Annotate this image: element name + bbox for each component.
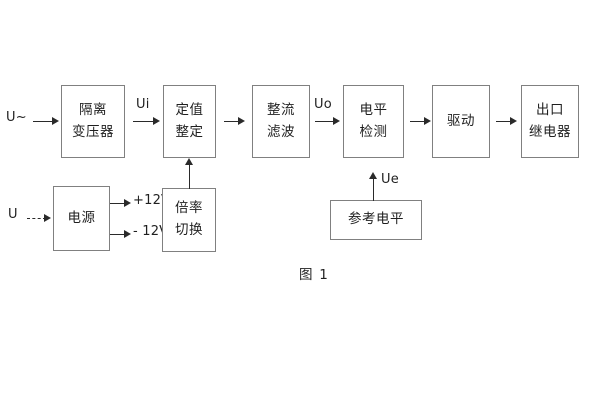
block-line-2: 变压器 <box>72 123 114 140</box>
block-reference-level: 参考电平 <box>330 200 422 240</box>
connector-arrowhead-ue <box>369 172 377 179</box>
connector-line-ui <box>133 121 155 122</box>
block-level-detection: 电平 检测 <box>343 85 404 158</box>
input-line-u-ac <box>33 121 54 122</box>
block-drive: 驱动 <box>432 85 490 158</box>
block-output-relay: 出口 继电器 <box>521 85 579 158</box>
block-setting-value: 定值 整定 <box>163 85 216 158</box>
connector-arrowhead-multiplier-to-setting <box>185 158 193 165</box>
input-arrowhead-u-dc <box>44 214 51 222</box>
connector-line-uo <box>315 121 335 122</box>
block-line-1: 参考电平 <box>348 211 404 228</box>
rail-label-negative-12v: - 12V <box>133 224 169 239</box>
block-line-2: 切换 <box>175 222 203 238</box>
rail-label-positive-12v: +12V <box>133 193 171 208</box>
rail-arrowhead-positive-12v <box>124 199 131 207</box>
block-line-1: 出口 <box>536 101 564 118</box>
block-line-1: 定值 <box>175 101 204 118</box>
block-line-2: 滤波 <box>267 123 295 140</box>
signal-label-uo: Uo <box>314 97 332 112</box>
block-power-supply: 电源 <box>53 186 110 251</box>
block-line-2: 检测 <box>359 123 388 140</box>
rail-line-negative-12v <box>110 234 126 235</box>
connector-arrowhead-drive-to-relay <box>510 117 517 125</box>
input-label-u-dc: U <box>8 207 18 222</box>
connector-line-ue <box>373 178 374 201</box>
connector-line-drive-to-relay <box>496 121 512 122</box>
input-line-u-dc <box>27 218 46 219</box>
block-line-2: 继电器 <box>529 123 571 140</box>
connector-line-setting-to-rectify <box>224 121 240 122</box>
connector-arrowhead-uo <box>333 117 340 125</box>
block-multiplier-switch: 倍率 切换 <box>162 188 216 252</box>
block-line-1: 驱动 <box>447 112 475 129</box>
input-label-u-ac: U~ <box>6 110 27 125</box>
block-line-1: 整流 <box>267 101 295 118</box>
connector-line-level-to-drive <box>410 121 426 122</box>
block-line-2: 整定 <box>175 123 204 140</box>
connector-arrowhead-ui <box>153 117 160 125</box>
block-line-1: 隔离 <box>79 101 107 118</box>
signal-label-ui: Ui <box>136 97 150 112</box>
rail-line-positive-12v <box>110 203 126 204</box>
block-isolation-transformer: 隔离 变压器 <box>61 85 125 158</box>
rail-arrowhead-negative-12v <box>124 230 131 238</box>
signal-label-ue: Ue <box>381 172 399 187</box>
block-line-1: 电源 <box>67 209 96 226</box>
block-line-1: 电平 <box>359 101 388 118</box>
connector-line-multiplier-to-setting <box>189 164 190 189</box>
connector-arrowhead-setting-to-rectify <box>238 117 245 125</box>
block-rectify-filter: 整流 滤波 <box>252 85 310 158</box>
figure-caption: 图 1 <box>299 267 329 283</box>
connector-arrowhead-level-to-drive <box>424 117 431 125</box>
block-line-1: 倍率 <box>175 200 203 217</box>
input-arrowhead-u-ac <box>52 117 59 125</box>
